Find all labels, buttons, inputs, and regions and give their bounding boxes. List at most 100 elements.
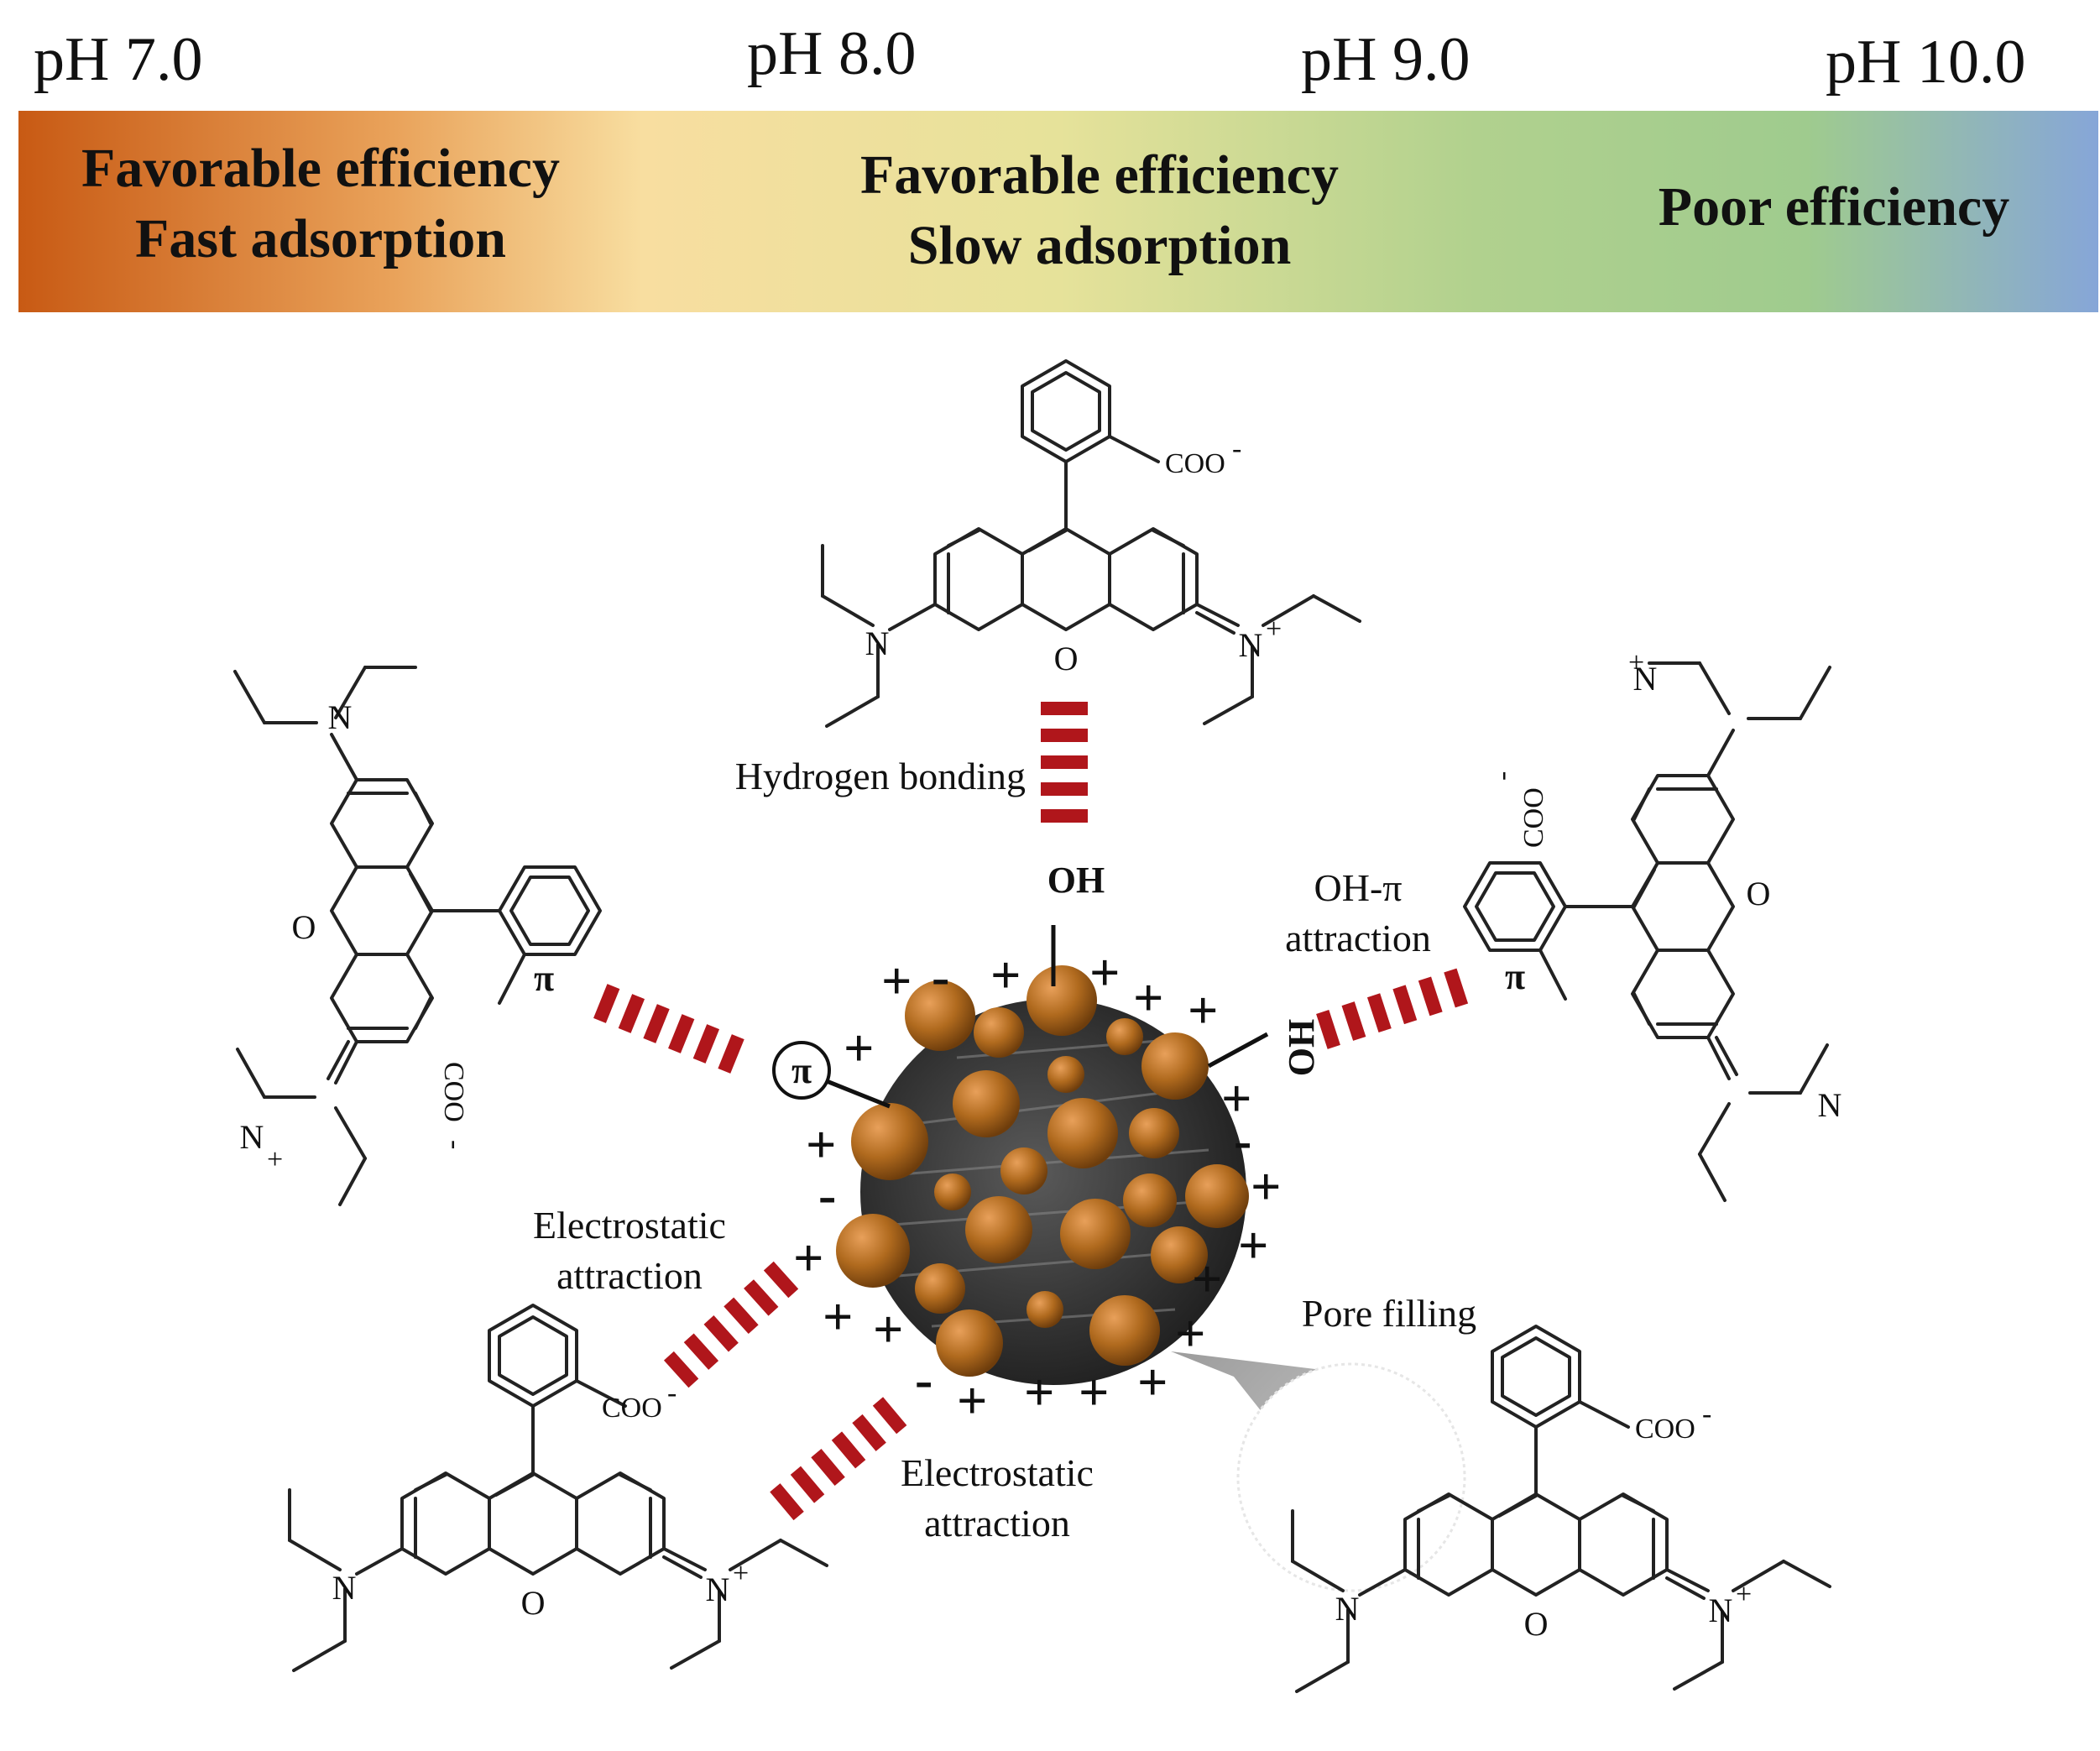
oxygen-label: O xyxy=(1054,640,1079,677)
surface-pi-label: π xyxy=(791,1050,812,1091)
plus-charge: + xyxy=(1079,1362,1109,1422)
plus-charge: + xyxy=(806,1115,836,1174)
iminium-charge: + xyxy=(1266,614,1282,645)
oxygen-label: O xyxy=(521,1584,546,1622)
band-2-line1: Favorable efficiency xyxy=(860,144,1339,206)
surface-oh-top: OH xyxy=(1047,860,1105,901)
iminium-charge: + xyxy=(733,1558,749,1589)
ph-label-7: pH 7.0 xyxy=(34,25,202,94)
plus-charge: + xyxy=(881,951,912,1011)
plus-charge: + xyxy=(1251,1157,1281,1216)
carboxylate-label: COO xyxy=(1518,787,1549,848)
oxygen-label: O xyxy=(1524,1605,1549,1643)
iminium-charge: + xyxy=(267,1144,283,1175)
iminium-charge: + xyxy=(1736,1579,1752,1610)
plus-charge: + xyxy=(1188,980,1218,1040)
hydrogen-bonding-label: Hydrogen bonding xyxy=(735,755,1026,797)
oxygen-label: O xyxy=(292,908,316,946)
plus-charge: + xyxy=(793,1228,823,1288)
pore-filling-label: Pore filling xyxy=(1302,1292,1476,1335)
adsorbent-particle: π OH OH xyxy=(772,860,1322,1385)
hydrogen-bond-dash xyxy=(1041,702,1088,823)
electrostatic-label-1-line1: Electrostatic xyxy=(533,1204,726,1247)
electrostatic-label-2-line1: Electrostatic xyxy=(901,1451,1094,1494)
plus-charge: + xyxy=(1238,1215,1268,1275)
surface-pi-circle xyxy=(772,1041,831,1100)
electrostatic-label-1-line2: attraction xyxy=(556,1254,703,1297)
minus-charge: - xyxy=(915,1350,932,1409)
carboxylate-charge: - xyxy=(1702,1398,1711,1430)
plus-charge: + xyxy=(1089,943,1120,1002)
plus-charge: + xyxy=(1133,968,1163,1027)
rhodamine-b-left xyxy=(233,666,602,1206)
pi-ring-label: π xyxy=(1505,956,1525,997)
plus-charge: + xyxy=(1024,1362,1054,1422)
iminium-label: N xyxy=(1709,1592,1733,1629)
electrostatic-label-2-line2: attraction xyxy=(924,1502,1070,1545)
band-3-line1: Poor efficiency xyxy=(1659,176,2009,238)
band-2-line2: Slow adsorption xyxy=(908,215,1292,276)
carboxylate-label: COO xyxy=(1635,1414,1695,1445)
nitrogen-label: N xyxy=(332,1569,357,1607)
pi-pi-dash xyxy=(593,984,744,1074)
plus-charge: + xyxy=(1192,1249,1222,1309)
minus-charge: - xyxy=(818,1165,836,1225)
carboxylate-label: COO xyxy=(438,1062,469,1122)
plus-charge: + xyxy=(823,1287,853,1346)
iminium-label: N xyxy=(1633,660,1658,698)
pi-bond-left xyxy=(826,1079,891,1109)
ph-gradient-band xyxy=(18,111,2098,312)
pi-ring-label: π xyxy=(534,958,554,999)
plus-charge: + xyxy=(1175,1304,1205,1363)
surface-oh-right: OH xyxy=(1281,1019,1322,1076)
electrostatic-dash-2 xyxy=(770,1397,907,1521)
plus-charge: + xyxy=(873,1299,903,1359)
ph-label-9: pH 9.0 xyxy=(1301,25,1470,94)
oh-pi-label-line2: attraction xyxy=(1285,917,1431,959)
rhodamine-b-right xyxy=(1463,661,1831,1202)
rhodamine-b-left-labels: O N N + π COO - xyxy=(240,698,555,1175)
band-1-line1: Favorable efficiency xyxy=(81,138,560,199)
nitrogen-label: N xyxy=(1818,1086,1842,1124)
carboxylate-charge: - xyxy=(1232,433,1241,464)
carboxylate-label: COO xyxy=(1165,448,1225,479)
ph-label-8: pH 8.0 xyxy=(747,19,916,88)
pore-filling-zoom xyxy=(1171,1351,1466,1592)
surface-charges: + + + + + + + + + + + + + + + + + + + - … xyxy=(793,943,1281,1430)
nitrogen-label: N xyxy=(865,625,890,662)
plus-charge: + xyxy=(990,945,1021,1005)
band-1-line2: Fast adsorption xyxy=(135,208,506,269)
iminium-charge: + xyxy=(1628,647,1644,678)
plus-charge: + xyxy=(1221,1069,1251,1128)
interaction-dashes xyxy=(593,702,1469,1521)
rhodamine-b-right-labels: O N + N π COO - xyxy=(1486,647,1841,1124)
minus-charge: - xyxy=(1234,1111,1251,1170)
rhodamine-b-bottom-right: O N N + COO - xyxy=(1291,1325,1831,1693)
interaction-labels: Hydrogen bonding OH-π attraction Electro… xyxy=(533,755,1476,1545)
plus-charge: + xyxy=(1137,1352,1168,1412)
carboxylate-charge: - xyxy=(440,1140,471,1149)
plus-charge: + xyxy=(957,1371,987,1430)
oh-pi-label-line1: OH-π xyxy=(1314,866,1403,909)
oxygen-label: O xyxy=(1747,875,1771,912)
rhodamine-b-top: O N N + COO - xyxy=(821,359,1361,728)
nitrogen-label: N xyxy=(1335,1590,1360,1628)
ph-label-10: pH 10.0 xyxy=(1826,28,2025,97)
nitrogen-label: N xyxy=(328,698,353,736)
efficiency-bands: Favorable efficiency Fast adsorption Fav… xyxy=(81,138,2009,276)
iminium-label: N xyxy=(240,1118,264,1156)
oh-pi-dash xyxy=(1316,968,1469,1049)
oh-bond-right xyxy=(1207,1032,1269,1069)
rhodamine-b-bottom-left: O N N + COO - xyxy=(288,1304,828,1672)
minus-charge: - xyxy=(932,947,949,1006)
metal-oxide-spheres xyxy=(836,965,1249,1377)
ph-scale: pH 7.0 pH 8.0 pH 9.0 pH 10.0 xyxy=(34,19,2025,97)
carboxylate-charge: - xyxy=(1486,771,1518,781)
iminium-label: N xyxy=(706,1571,730,1608)
iminium-label: N xyxy=(1239,626,1263,664)
carboxylate-charge: - xyxy=(667,1377,676,1409)
plus-charge: + xyxy=(844,1018,874,1078)
electrostatic-dash-1 xyxy=(663,1261,799,1388)
carboxylate-label: COO xyxy=(602,1393,662,1424)
